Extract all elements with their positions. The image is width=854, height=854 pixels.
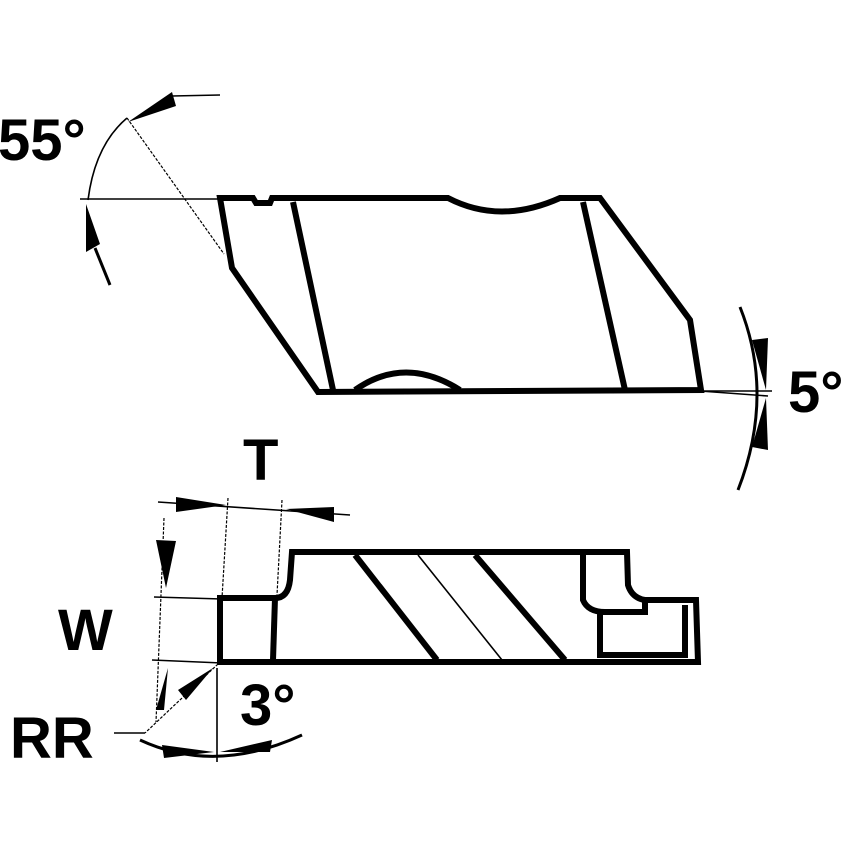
top-insert-outline — [216, 195, 705, 396]
arrow-5-top-icon — [752, 338, 768, 390]
side-insert-left-step — [270, 597, 278, 661]
t-arrow-left-icon — [176, 497, 226, 512]
top-55-angle-line — [126, 117, 225, 255]
rr-arrow-icon — [178, 668, 213, 700]
rr-leader-line — [144, 663, 219, 734]
t-extension-left — [221, 497, 229, 599]
t-arrow-right-icon — [286, 507, 334, 522]
top-insert-right-edge — [580, 201, 628, 391]
side-view-insert: T W RR 3° — [10, 428, 702, 771]
corner-rr-label: RR — [10, 706, 94, 771]
arrow-55-top-icon — [128, 92, 176, 122]
arrow-55-bottom-icon — [86, 204, 100, 252]
side-insert-outline — [217, 549, 702, 665]
angle-3-arc — [139, 733, 303, 758]
side-insert-diagonal-1 — [352, 553, 440, 662]
side-insert-right-pocket — [580, 555, 688, 658]
t-extension-right — [276, 499, 283, 596]
w-extension-bottom — [151, 659, 223, 664]
arrow-5-bottom-icon — [752, 398, 768, 450]
w-arrow-bottom-icon — [156, 668, 168, 710]
dimension-w-label: W — [58, 598, 113, 663]
top-5-arc — [736, 306, 759, 491]
dimension-t-label: T — [243, 428, 278, 493]
angle-3-label: 3° — [240, 673, 295, 738]
angle-55-label: 55° — [0, 108, 86, 173]
w-arrow-top-icon — [156, 540, 176, 588]
arrow-55-bottom-tail — [93, 247, 112, 286]
arrow-55-top-tail — [171, 94, 221, 97]
side-insert-diagonal-center — [417, 554, 503, 661]
top-55-arc — [87, 117, 128, 201]
angle-5-label: 5° — [788, 360, 843, 425]
angle-3-arrow-right-icon — [220, 740, 272, 752]
side-insert-diagonal-2 — [472, 553, 568, 662]
w-extension-top — [153, 596, 223, 600]
top-insert-left-edge — [290, 201, 336, 391]
angle-3-arrow-left-icon — [162, 745, 214, 758]
top-view-insert: 55° 5° — [0, 92, 843, 491]
top-insert-bottom-notch — [353, 369, 462, 393]
